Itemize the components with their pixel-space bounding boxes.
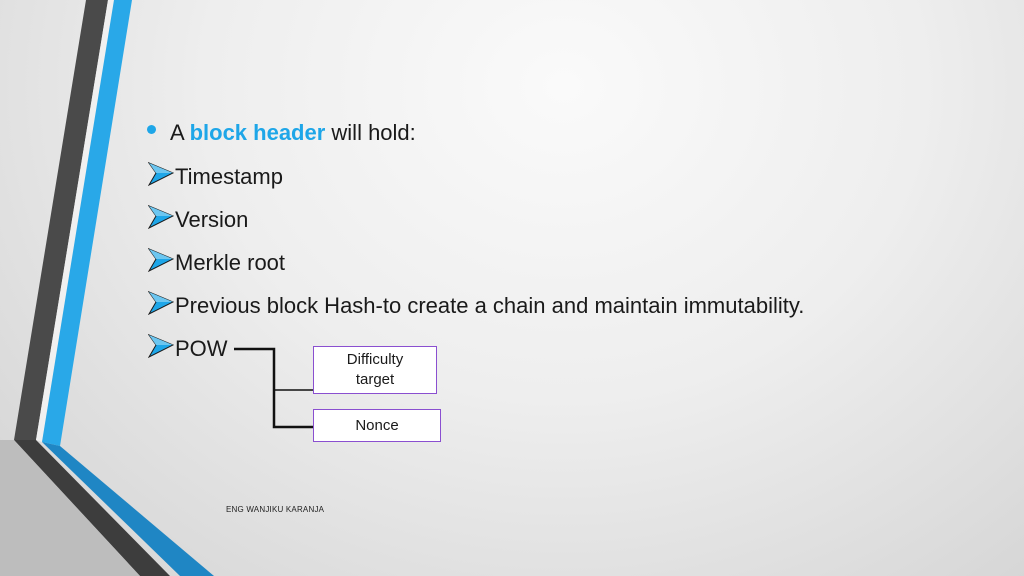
grey-wedge xyxy=(0,440,140,576)
difficulty-target-line2: target xyxy=(355,371,395,388)
arrow-bullet-icon xyxy=(148,248,174,272)
list-item-pow: POW xyxy=(175,336,228,361)
arrow-bullet-icon xyxy=(148,205,174,229)
list-item-previous-hash: Previous block Hash-to create a chain an… xyxy=(175,293,805,318)
difficulty-target-box: Difficulty target xyxy=(313,346,437,394)
light-stripe xyxy=(36,0,114,442)
difficulty-target-line1: Difficulty xyxy=(346,351,404,368)
bullet-dot-icon xyxy=(147,125,156,134)
nonce-label: Nonce xyxy=(355,416,399,434)
blue-stripe-lower xyxy=(42,442,214,576)
connector-main xyxy=(234,347,314,429)
intro-suffix: will hold: xyxy=(325,120,416,145)
dark-stripe-upper xyxy=(14,0,108,440)
footer-author: ENG WANJIKU KARANJA xyxy=(226,505,325,514)
arrow-bullet-icon xyxy=(148,291,174,315)
list-item-version: Version xyxy=(175,207,249,232)
list-item-merkle-root: Merkle root xyxy=(175,250,286,275)
intro-line: A block header will hold: xyxy=(170,119,416,147)
arrow-bullet-icon xyxy=(148,334,174,358)
arrow-bullet-icon xyxy=(148,162,174,186)
nonce-box: Nonce xyxy=(313,409,441,442)
dark-stripe-lower xyxy=(14,440,170,576)
intro-prefix: A xyxy=(170,120,190,145)
blue-stripe-upper xyxy=(42,0,132,446)
intro-highlight: block header xyxy=(189,120,326,145)
list-item-timestamp: Timestamp xyxy=(175,164,283,189)
